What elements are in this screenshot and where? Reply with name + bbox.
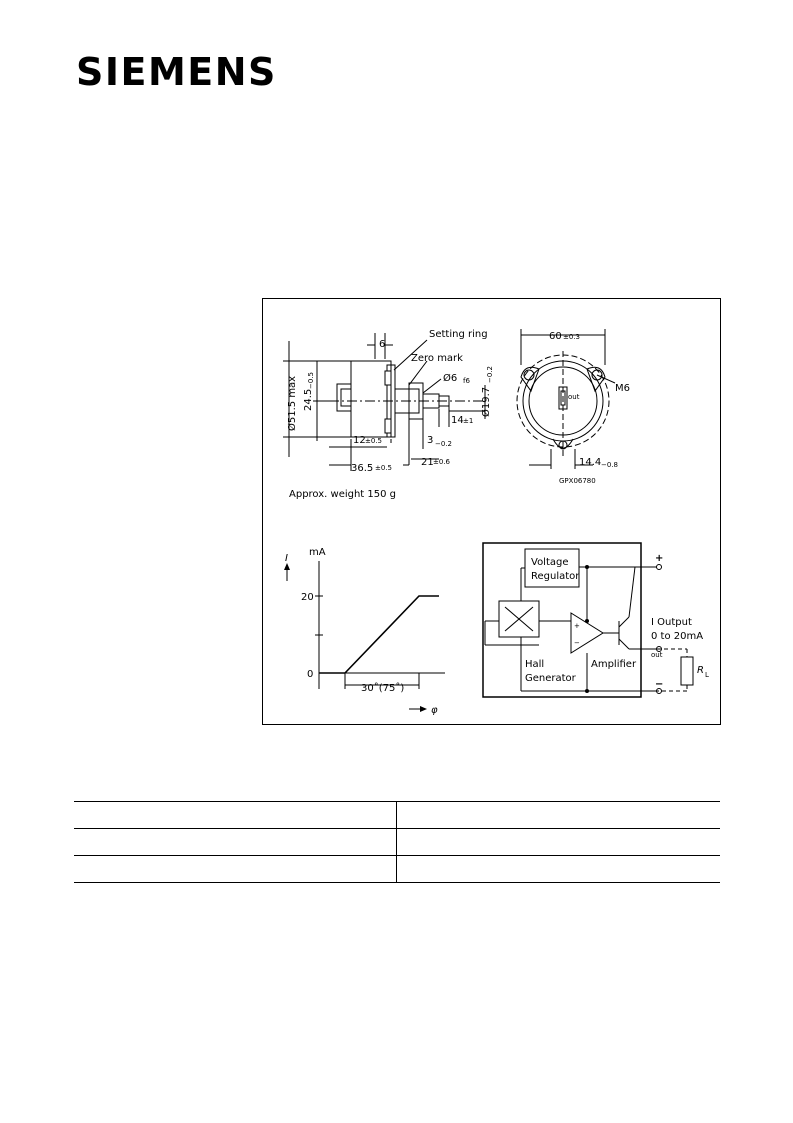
figure-svg: Setting ring Zero mark 6 Ø51.5 max 24.5 … — [283, 329, 709, 716]
amp-minus: − — [574, 639, 580, 647]
siemens-logo: SIEMENS — [76, 50, 277, 94]
label-regulator: Regulator — [531, 571, 580, 582]
dim-diameter-6: Ø6 — [443, 372, 457, 384]
dim-14-4-tol: −0.8 — [601, 461, 618, 469]
dim-diameter-19-7: Ø19.7 — [480, 387, 492, 417]
label-0-to-20ma: 0 to 20mA — [651, 631, 703, 642]
dim-21-tol: ±0.6 — [433, 458, 451, 466]
dim-14-4: 14.4 — [579, 457, 601, 468]
label-i-output: I Output — [651, 617, 692, 628]
label-rl: R — [697, 665, 704, 676]
dim-24-5-tol: −0.5 — [307, 372, 315, 389]
dim-60: 60 — [549, 331, 562, 342]
label-generator: Generator — [525, 673, 577, 684]
table-cell — [396, 855, 720, 883]
terminal-minus: − — [655, 679, 663, 690]
dim-14: 14 — [451, 415, 464, 426]
label-setting-ring: Setting ring — [429, 329, 488, 340]
dim-diameter-19-7-tol: −0.2 — [486, 366, 494, 383]
front-view-labels: 60 ±0.3 M6 14.4 −0.8 GPX06780 out — [549, 331, 630, 485]
label-amplifier: Amplifier — [591, 659, 637, 670]
table-cell — [396, 801, 720, 829]
amp-plus: + — [574, 622, 580, 630]
dim-diameter-51-5: Ø51.5 max — [286, 376, 298, 431]
circuit-dots — [585, 565, 589, 693]
spec-table — [74, 801, 720, 883]
side-view-labels: Setting ring Zero mark 6 Ø51.5 max 24.5 … — [286, 329, 494, 500]
dim-diameter-6-tol: f6 — [463, 377, 470, 385]
dim-6: 6 — [379, 339, 385, 350]
graph-labels: I mA 20 0 30˚(75˚) φ — [285, 547, 438, 716]
label-zero-mark: Zero mark — [411, 353, 463, 364]
front-view-drawing — [516, 329, 616, 469]
table-row — [74, 801, 720, 829]
dim-24-5: 24.5 — [303, 389, 314, 411]
graph-tick-20: 20 — [301, 592, 314, 603]
dim-60-tol: ±0.3 — [563, 333, 580, 341]
label-rl-sub: L — [705, 671, 709, 679]
label-thread-m6: M6 — [615, 383, 630, 394]
dim-36-5: 36.5 — [351, 463, 373, 474]
dim-36-5-tol: ±0.5 — [375, 464, 392, 472]
circuit-labels: Voltage Regulator Hall Generator Amplifi… — [525, 553, 709, 690]
dim-12: 12 — [353, 435, 366, 446]
dim-21: 21 — [421, 457, 434, 468]
table-cell — [74, 801, 397, 829]
dim-12-tol: ±0.5 — [365, 437, 382, 445]
table-cell — [396, 828, 720, 856]
label-voltage: Voltage — [531, 557, 569, 568]
table-cell — [74, 828, 397, 856]
graph-angle-label: 30˚(75˚) — [361, 682, 404, 694]
label-out-sub: out — [651, 651, 663, 659]
graph-y-symbol: I — [285, 553, 288, 564]
side-view-drawing — [283, 333, 486, 471]
drawing-code: GPX06780 — [559, 477, 596, 485]
graph-tick-0: 0 — [307, 669, 313, 680]
dim-14-tol: ±1 — [463, 417, 473, 425]
front-view-pin-out: out — [568, 393, 580, 401]
approx-weight: Approx. weight 150 g — [289, 489, 396, 500]
graph-x-symbol: φ — [431, 705, 438, 716]
table-row — [74, 855, 720, 883]
graph-y-unit: mA — [309, 547, 326, 558]
technical-figure: Setting ring Zero mark 6 Ø51.5 max 24.5 … — [262, 298, 721, 725]
label-hall: Hall — [525, 659, 544, 670]
table-row — [74, 828, 720, 856]
graph-x-arrow — [420, 706, 427, 712]
graph-curve — [319, 595, 439, 674]
graph-y-arrow — [284, 563, 290, 570]
dim-3-tol: −0.2 — [435, 440, 452, 448]
terminal-plus: + — [655, 553, 663, 564]
dim-3: 3 — [427, 435, 433, 446]
table-cell — [74, 855, 397, 883]
